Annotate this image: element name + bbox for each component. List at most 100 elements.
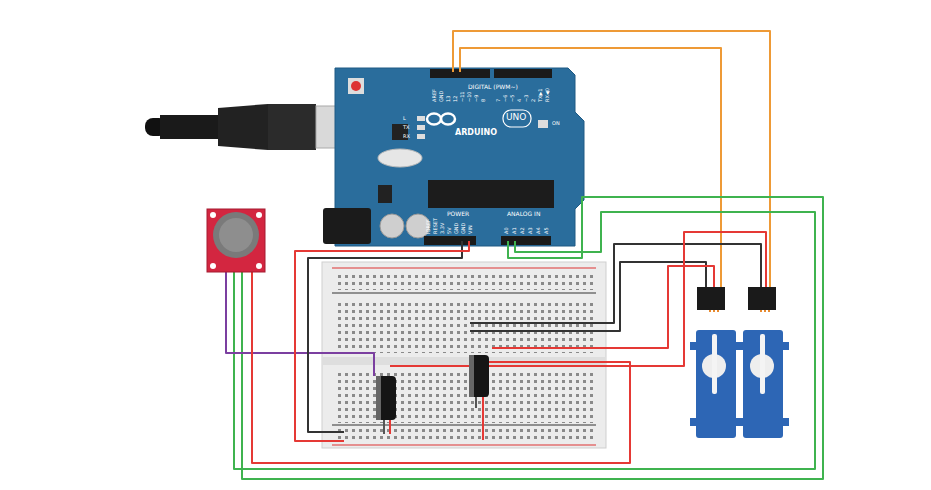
led-label: TX (403, 124, 409, 130)
pin-label: ~10 (466, 91, 472, 102)
reset-button (351, 81, 361, 91)
ground-wire (470, 262, 706, 331)
led-label: ON (552, 120, 560, 126)
mount-hole (210, 212, 216, 218)
arduino-board (323, 68, 584, 246)
led (417, 134, 425, 139)
led (417, 116, 425, 121)
led-label: L (403, 115, 406, 121)
rail-holes (337, 428, 593, 442)
servo-connector (697, 287, 725, 310)
pin-label: ~9 (473, 95, 479, 102)
pin-header (494, 69, 552, 78)
pin-label: A0 (503, 227, 509, 234)
pin-label: 3.3V (439, 223, 445, 234)
board-label: POWER (447, 210, 469, 217)
terminal-holes (337, 299, 593, 353)
analog-wire (242, 197, 823, 479)
rail-line (332, 425, 596, 426)
pin-label: A2 (519, 227, 525, 234)
board-logo-text: UNO (506, 112, 526, 123)
pin-label: ~11 (459, 91, 465, 102)
pin-label: GND (453, 223, 459, 234)
servo-tab (690, 418, 742, 426)
mount-hole (256, 263, 262, 269)
pin-label: 8 (480, 99, 486, 102)
usb-plug (218, 104, 268, 150)
pin-label: 4 (516, 99, 522, 102)
rail-line (332, 293, 596, 294)
capacitor-lead (383, 420, 385, 434)
pin-label: GND (438, 91, 444, 102)
pin-label: ~3 (523, 95, 529, 102)
breadboard (322, 262, 606, 448)
capacitor-body (469, 355, 489, 397)
arduino-logo (427, 114, 441, 125)
servo (690, 287, 789, 438)
usb-cable (145, 104, 360, 150)
power-wire (390, 232, 766, 366)
led (417, 125, 425, 130)
capacitor-stripe (469, 355, 474, 397)
crystal (378, 149, 422, 167)
capacitor-on-board (380, 214, 404, 238)
ground-wire (308, 241, 462, 432)
joystick-pcb (207, 209, 265, 272)
ground-wire (470, 244, 761, 323)
pin-label: 2 (530, 99, 536, 102)
rail-line (332, 268, 596, 269)
pin-label: 12 (452, 96, 458, 102)
rail-holes (337, 271, 593, 290)
board-logo-text: ARDUINO (455, 128, 497, 138)
pin-label: AREF (431, 89, 437, 102)
rail-line (332, 445, 596, 446)
servo-tab (737, 418, 789, 426)
pin-label: RX◀0 (544, 88, 550, 102)
pin-label: GND (460, 223, 466, 234)
reset-button (348, 78, 364, 94)
capacitor-on-board (406, 214, 430, 238)
capacitor-lead (389, 420, 391, 434)
pin-label: VIN (467, 225, 473, 234)
mount-hole (256, 212, 262, 218)
power-wire (295, 241, 469, 441)
pin-label: IOREF (425, 219, 431, 234)
pin-label: A1 (511, 227, 517, 234)
servo-connector (748, 287, 776, 310)
pin-label: ~5 (509, 95, 515, 102)
uno-badge (503, 110, 531, 127)
microcontroller-chip (428, 180, 554, 208)
capacitor-lead (475, 396, 477, 408)
signal-wire (226, 272, 374, 376)
mount-hole (210, 263, 216, 269)
power-jack (323, 208, 371, 244)
servo-horn (712, 334, 717, 394)
usb-plug (268, 104, 316, 150)
pin-label: A5 (543, 227, 549, 234)
breadboard-body (322, 262, 606, 448)
pin-label: RESET (432, 218, 438, 234)
pin-label: A4 (535, 227, 541, 234)
pin-label: 7 (495, 99, 501, 102)
board-label: ANALOG IN (507, 210, 540, 217)
wires (226, 31, 823, 479)
arduino-logo (441, 114, 455, 125)
pin-label: A3 (527, 227, 533, 234)
capacitor (376, 355, 489, 420)
pin-label: ~6 (502, 95, 508, 102)
capacitor-body (376, 376, 396, 420)
pin-label: 13 (445, 96, 451, 102)
capacitor-stripe (376, 376, 381, 420)
servo-horn (760, 334, 765, 394)
board-label: DIGITAL (PWM~) (468, 83, 518, 90)
usb-cable (160, 115, 220, 139)
joystick-module (207, 209, 265, 272)
analog-wire (234, 212, 815, 469)
led (538, 120, 548, 128)
pin-label: 5V (446, 227, 452, 234)
pin-label: TX▶1 (537, 88, 543, 102)
terminal-holes (337, 369, 593, 423)
